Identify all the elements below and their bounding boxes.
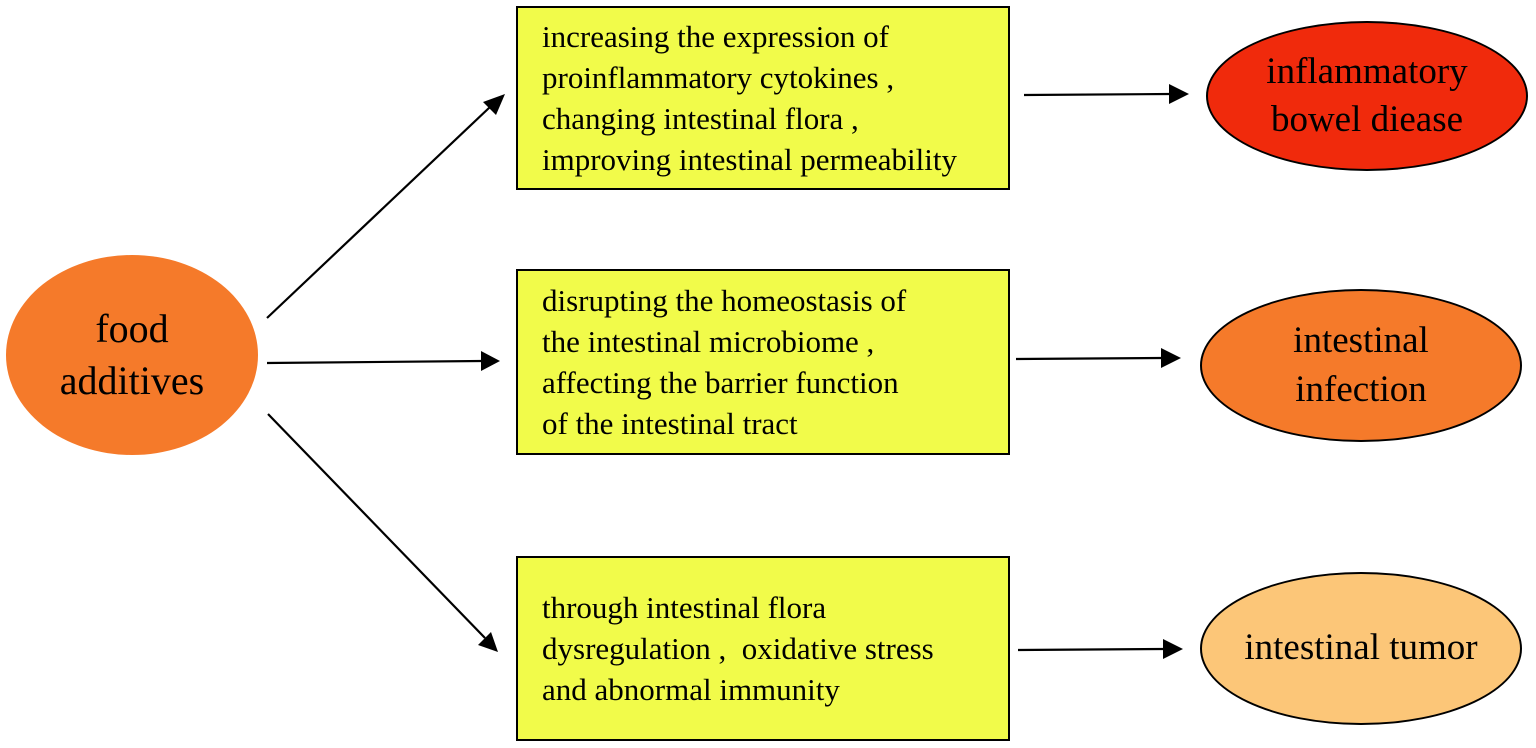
mechanism-infection-line-4: of the intestinal tract <box>542 406 798 441</box>
outcome-infection-line-1: intestinal <box>1293 320 1429 362</box>
mechanism-infection-line-3: affecting the barrier function <box>542 365 899 400</box>
mechanism-box-infection: disrupting the homeostasis of the intest… <box>516 269 1010 455</box>
food-additives-node: food additives <box>6 255 258 455</box>
mechanism-tumor-line-1: through intestinal flora <box>542 590 827 625</box>
outcome-tumor-line-1: intestinal tumor <box>1244 627 1478 669</box>
mechanism-ibd-line-4: improving intestinal permeability <box>542 142 957 177</box>
arrow-source-to-infection-mechanism <box>266 351 500 371</box>
outcome-intestinal-tumor: intestinal tumor <box>1200 572 1522 725</box>
outcome-intestinal-infection: intestinal infection <box>1200 289 1522 442</box>
mechanism-ibd-line-1: increasing the expression of <box>542 19 889 54</box>
food-additives-line-1: food <box>95 306 169 351</box>
mechanism-ibd-line-2: proinflammatory cytokines , <box>542 60 895 95</box>
mechanism-infection-line-1: disrupting the homeostasis of <box>542 283 907 318</box>
mechanism-ibd-line-3: changing intestinal flora , <box>542 101 859 136</box>
outcome-infection-line-2: infection <box>1295 368 1427 410</box>
mechanism-infection-line-2: the intestinal microbiome , <box>542 324 875 359</box>
mechanism-tumor-line-3: and abnormal immunity <box>542 672 840 707</box>
food-additives-line-2: additives <box>59 358 205 403</box>
arrow-source-to-tumor-mechanism <box>267 413 498 652</box>
mechanism-box-tumor: through intestinal flora dysregulation ,… <box>516 556 1010 741</box>
outcome-ibd-line-2: bowel diease <box>1270 99 1464 140</box>
arrow-tumor-mechanism-to-outcome <box>1017 639 1183 659</box>
arrow-ibd-mechanism-to-outcome <box>1023 84 1189 104</box>
mechanism-box-ibd: increasing the expression of proinflamma… <box>516 6 1010 190</box>
arrow-infection-mechanism-to-outcome <box>1015 348 1181 368</box>
outcome-inflammatory-bowel-disease: inflammatory bowel diease <box>1206 21 1528 171</box>
outcome-ibd-line-1: inflammatory <box>1266 50 1468 92</box>
arrow-source-to-ibd-mechanism <box>266 94 505 319</box>
mechanism-tumor-line-2: dysregulation , oxidative stress <box>542 631 934 666</box>
